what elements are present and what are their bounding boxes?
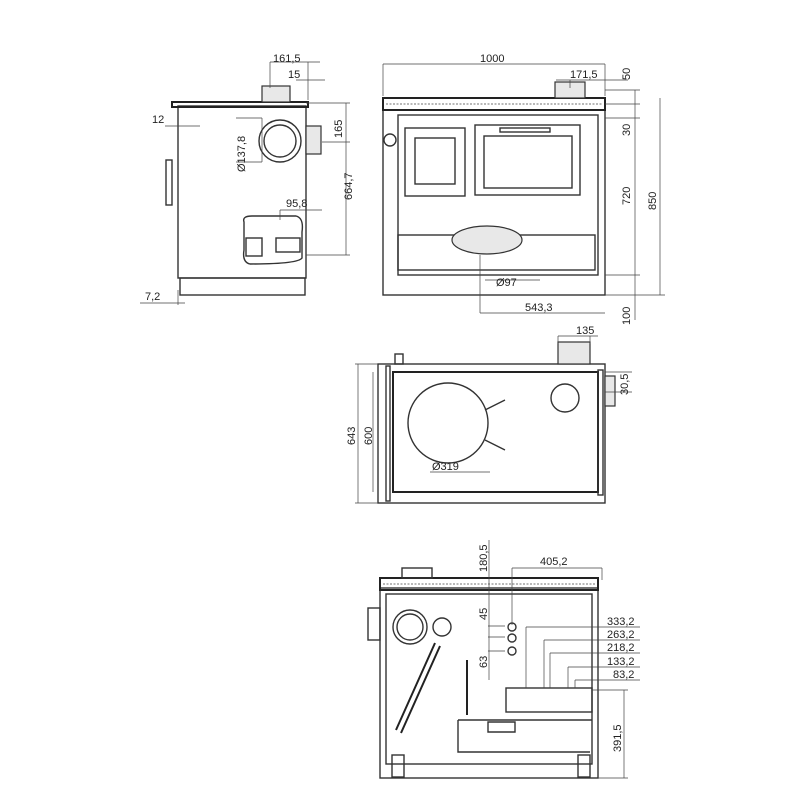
dim-front-top-gap: 30 bbox=[621, 124, 633, 136]
front-oven-door bbox=[474, 124, 581, 196]
dim-back-bottom-height: 391,5 bbox=[612, 724, 624, 752]
front-air-inlet bbox=[451, 225, 523, 255]
dim-side-outlet-height: 165 bbox=[333, 120, 345, 138]
back-connection-2 bbox=[507, 633, 517, 643]
dim-top-depth: 600 bbox=[363, 427, 375, 445]
dim-front-base-height: 100 bbox=[621, 307, 633, 325]
top-flue bbox=[557, 341, 591, 365]
side-flue bbox=[261, 85, 291, 103]
back-stub bbox=[367, 607, 381, 641]
dim-side-outlet-diameter: Ø137,8 bbox=[236, 136, 248, 172]
dim-side-flue-gap: 15 bbox=[288, 69, 300, 81]
dim-back-spacing-1: 45 bbox=[478, 608, 490, 620]
back-connection-3 bbox=[507, 646, 517, 656]
dim-back-offset-83: 83,2 bbox=[613, 669, 634, 681]
dim-front-top-thickness: 50 bbox=[621, 68, 633, 80]
back-small-outlet bbox=[432, 617, 452, 637]
front-knob-icon bbox=[383, 133, 397, 147]
dim-side-total-height: 664,7 bbox=[343, 172, 355, 200]
dim-side-plinth: 7,2 bbox=[145, 291, 160, 303]
side-view: 161,5 15 12 Ø137,8 165 664,7 95,8 7,2 bbox=[140, 53, 355, 305]
back-outlet-outer bbox=[392, 609, 428, 645]
side-outlet-inner bbox=[263, 124, 297, 158]
top-view: 135 30,5 643 600 Ø319 bbox=[346, 325, 632, 504]
back-flue bbox=[401, 567, 433, 579]
back-view: 180,5 405,2 45 63 333,2 263,2 218,2 133,… bbox=[367, 540, 640, 779]
front-view: 1000 171,5 50 30 720 850 Ø97 543,3 100 bbox=[382, 53, 665, 325]
dim-back-spacing-2: 63 bbox=[478, 656, 490, 668]
top-body bbox=[377, 363, 606, 504]
dim-back-vertical-offset: 180,5 bbox=[478, 544, 490, 572]
front-fire-door bbox=[404, 127, 466, 197]
dim-top-flue-offset: 30,5 bbox=[619, 374, 631, 395]
top-hob-ring bbox=[407, 382, 489, 464]
dim-side-top-offset: 12 bbox=[152, 114, 164, 126]
dim-back-offset-133: 133,2 bbox=[607, 656, 635, 668]
side-outlet-outer bbox=[258, 119, 302, 163]
dim-top-total-depth: 643 bbox=[346, 427, 358, 445]
dim-front-body-height: 720 bbox=[621, 187, 633, 205]
back-box bbox=[505, 687, 593, 713]
dim-side-flue-offset: 161,5 bbox=[273, 53, 301, 65]
side-plinth bbox=[179, 277, 306, 296]
dim-front-flue-offset: 171,5 bbox=[570, 69, 598, 81]
dim-back-offset-263: 263,2 bbox=[607, 629, 635, 641]
side-air-inlet bbox=[242, 215, 304, 265]
back-diagonal-bar bbox=[395, 642, 441, 734]
dim-front-total-height: 850 bbox=[647, 192, 659, 210]
dim-back-horizontal-offset: 405,2 bbox=[540, 556, 568, 568]
dim-front-width: 1000 bbox=[480, 53, 504, 65]
side-handle-icon bbox=[165, 159, 173, 206]
top-hob bbox=[392, 371, 599, 493]
dim-top-flue-width: 135 bbox=[576, 325, 594, 337]
dim-front-air-inlet-offset: 543,3 bbox=[525, 302, 553, 314]
dim-front-air-inlet-diameter: Ø97 bbox=[496, 277, 517, 289]
dim-side-air-inlet: 95,8 bbox=[286, 198, 307, 210]
dim-top-hob-diameter: Ø319 bbox=[432, 461, 459, 473]
dim-back-offset-333: 333,2 bbox=[607, 616, 635, 628]
side-stub bbox=[305, 125, 322, 155]
top-stub bbox=[604, 375, 616, 407]
dim-back-offset-218: 218,2 bbox=[607, 642, 635, 654]
top-small-ring bbox=[550, 383, 580, 413]
side-top-plate bbox=[171, 101, 309, 108]
